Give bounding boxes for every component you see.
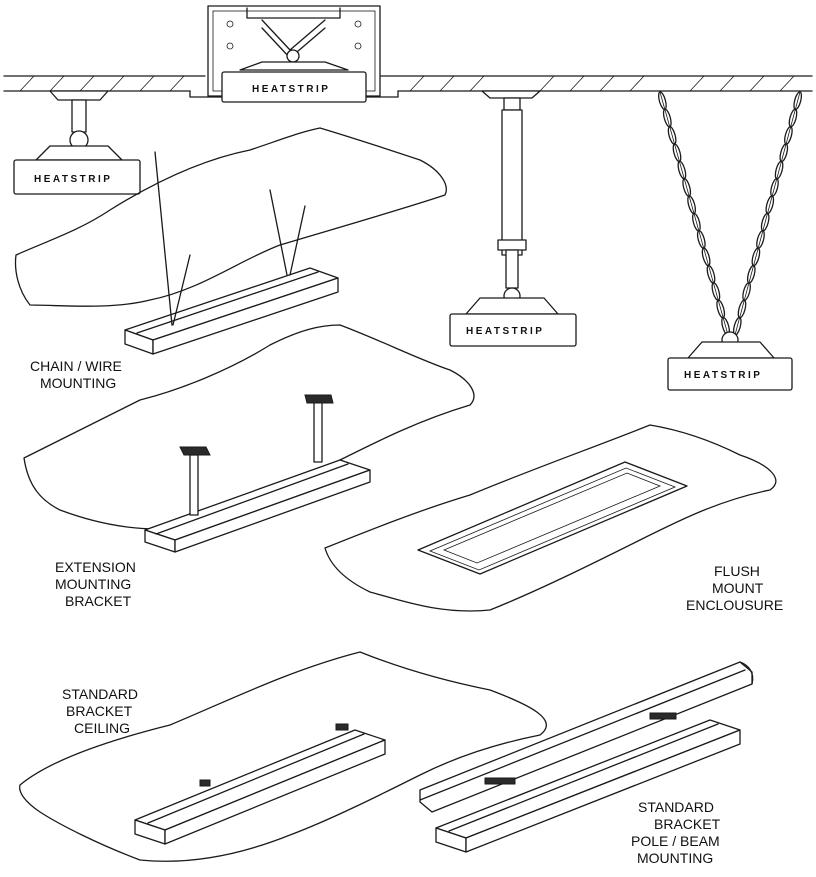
- ceiling-slab: [3, 75, 813, 92]
- extension-bracket-scene: EXTENSION MOUNTING BRACKET: [23, 324, 475, 609]
- chain-wire-scene: CHAIN / WIRE MOUNTING: [14, 127, 447, 391]
- label-standard-bracket-ceiling: STANDARD BRACKET CEILING: [62, 686, 142, 736]
- brand-label-flush-housing: HEATSTRIP: [252, 84, 330, 95]
- label-extension-mounting-bracket: EXTENSION MOUNTING BRACKET: [55, 559, 140, 609]
- flush-enclosure-housing: HEATSTRIP: [189, 5, 399, 103]
- brand-label-extension-heater: HEATSTRIP: [466, 326, 544, 337]
- brand-label-chain-heater: HEATSTRIP: [684, 370, 762, 381]
- chain-heater-closeup: HEATSTRIP: [657, 91, 803, 391]
- ceiling-bracket-heater-closeup: HEATSTRIP: [13, 90, 141, 195]
- flush-mount-scene: FLUSH MOUNT ENCLOUSURE: [324, 424, 783, 613]
- label-chain-wire-mounting: CHAIN / WIRE MOUNTING: [30, 358, 126, 391]
- standard-bracket-ceiling-scene: STANDARD BRACKET CEILING: [19, 651, 547, 862]
- standard-bracket-pole-beam-scene: STANDARD BRACKET POLE / BEAM MOUNTING: [419, 661, 754, 866]
- extension-pole-heater-closeup: HEATSTRIP: [449, 90, 577, 347]
- brand-label-ceiling-heater: HEATSTRIP: [34, 174, 112, 185]
- label-flush-mount-enclosure: FLUSH MOUNT ENCLOUSURE: [686, 563, 783, 613]
- label-standard-bracket-pole-beam: STANDARD BRACKET POLE / BEAM MOUNTING: [631, 799, 724, 866]
